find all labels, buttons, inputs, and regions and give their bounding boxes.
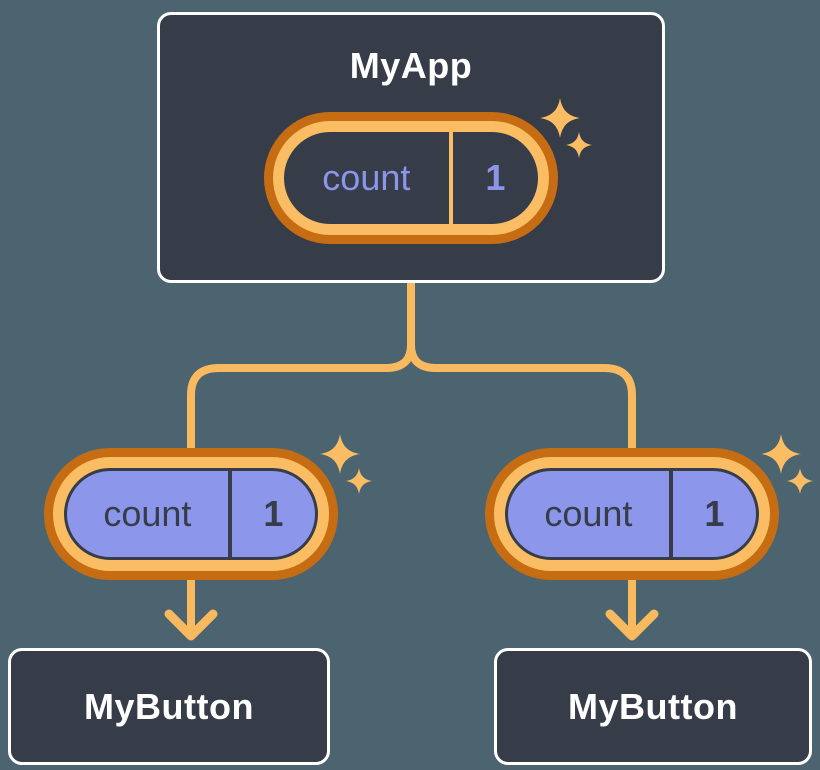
state-pill-inner-ring: count 1 — [494, 457, 770, 571]
sparkle-icon — [320, 434, 360, 474]
state-pill-body: count 1 — [64, 468, 318, 560]
connector-root-to-right-child — [407, 279, 636, 636]
right-child-state-pill: count 1 — [485, 434, 813, 580]
arrow-down-icon — [164, 609, 218, 641]
sparkle-icon — [346, 468, 372, 494]
state-pill-inner-ring: count 1 — [273, 121, 549, 235]
component-node-mybutton-right: MyButton — [494, 648, 812, 765]
state-key-label: count — [322, 157, 411, 198]
sparkle-icon — [540, 98, 580, 138]
state-pill-outer-ring: count 1 — [44, 448, 338, 580]
state-pill-body: count 1 — [505, 468, 759, 560]
component-title: MyApp — [349, 45, 473, 86]
left-child-state-pill: count 1 — [44, 434, 372, 580]
state-key-label: count — [103, 493, 192, 534]
component-title: MyButton — [84, 685, 254, 727]
state-value-label: 1 — [227, 471, 315, 557]
state-pill-inner-ring: count 1 — [53, 457, 329, 571]
state-value-label: 1 — [668, 471, 756, 557]
state-pill-outer-ring: count 1 — [264, 112, 558, 244]
component-title: MyButton — [568, 685, 738, 727]
state-pill-outer-ring: count 1 — [485, 448, 779, 580]
sparkle-icon — [787, 468, 813, 494]
state-key-label: count — [544, 493, 633, 534]
state-pill-body: count 1 — [284, 132, 538, 224]
sparkle-icon — [761, 434, 801, 474]
component-node-mybutton-left: MyButton — [8, 648, 330, 765]
arrow-down-icon — [605, 609, 659, 641]
state-value-label: 1 — [448, 132, 538, 224]
sparkle-icon — [566, 132, 592, 158]
root-state-pill: count 1 — [264, 98, 592, 244]
